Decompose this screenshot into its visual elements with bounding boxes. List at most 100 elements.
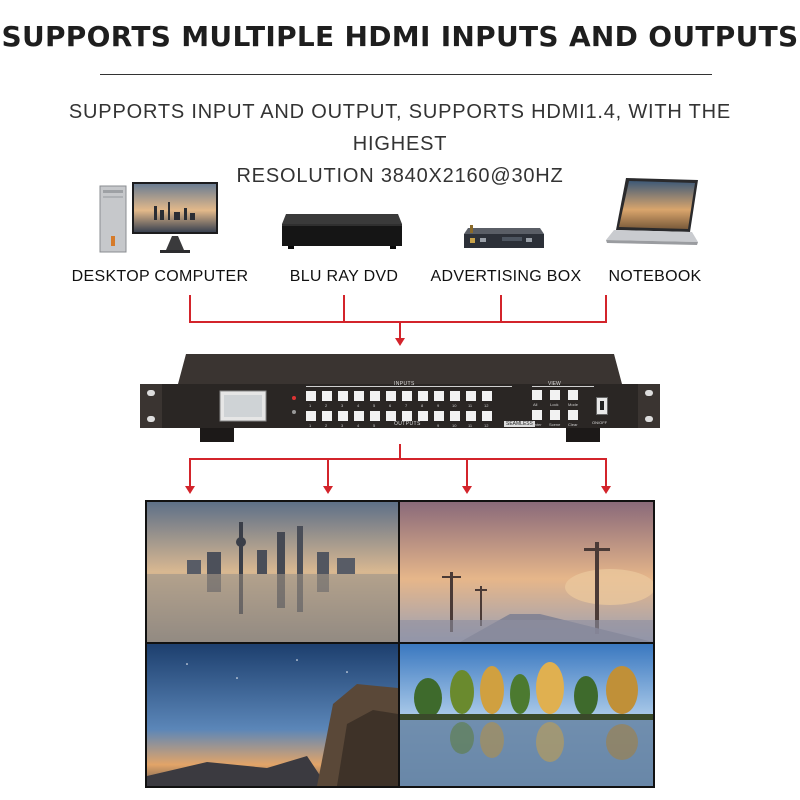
view-key-mode[interactable]: [568, 390, 578, 400]
device-label-adbox: ADVERTISING BOX: [430, 268, 582, 285]
input-key-number: 12: [484, 403, 489, 408]
output-key-number: 4: [357, 423, 360, 428]
output-arrow-1: [185, 486, 195, 494]
matrix-input-label: INPUTS: [394, 381, 415, 387]
input-key-number: 4: [357, 403, 360, 408]
input-key-2[interactable]: [322, 391, 332, 401]
input-connector-bluray: [343, 295, 345, 323]
output-key-numbers: 1 2 3 4 5: [306, 423, 392, 429]
input-key-number: 5: [373, 403, 376, 408]
output-key-numbers-more: 9 10 11 12: [436, 423, 506, 429]
view-key-scene[interactable]: [550, 410, 560, 420]
output-key-number: 10: [452, 423, 457, 428]
input-key-4[interactable]: [354, 391, 364, 401]
input-key-number: 9: [437, 403, 440, 408]
view-key-lock[interactable]: [550, 390, 560, 400]
output-arrow-3: [462, 486, 472, 494]
output-arrow-4: [601, 486, 611, 494]
output-key-number: 9: [437, 423, 440, 428]
input-key-6[interactable]: [386, 391, 396, 401]
subtitle-line-1: SUPPORTS INPUT AND OUTPUT, SUPPORTS HDMI…: [68, 101, 732, 155]
input-key-3[interactable]: [338, 391, 348, 401]
view-key-enter[interactable]: [532, 410, 542, 420]
input-arrow: [395, 338, 405, 346]
input-bus-line: [189, 321, 607, 323]
input-key-8[interactable]: [418, 391, 428, 401]
desktop-computer-icon: [98, 180, 222, 256]
matrix-output-label: OUTPUTS: [394, 421, 421, 427]
view-key-clear[interactable]: [568, 410, 578, 420]
input-key-row: [306, 391, 506, 403]
output-key-8[interactable]: [418, 411, 428, 421]
output-connector-1: [189, 458, 191, 486]
output-key-number: 1: [309, 423, 312, 428]
advertising-box-icon: [462, 224, 546, 252]
output-key-number: 3: [341, 423, 344, 428]
input-key-number: 10: [452, 403, 457, 408]
output-key-9[interactable]: [434, 411, 444, 421]
input-key-number: 6: [389, 403, 392, 408]
matrix-view-label: VIEW: [548, 381, 561, 387]
input-key-9[interactable]: [434, 391, 444, 401]
title-divider: [100, 74, 712, 75]
output-key-number: 12: [484, 423, 489, 428]
input-key-10[interactable]: [450, 391, 460, 401]
output-key-10[interactable]: [450, 411, 460, 421]
view-key-label: Lock: [550, 402, 559, 407]
view-keys: All Lock Mode Enter Scene Clear: [532, 390, 582, 430]
page-title: SUPPORTS MULTIPLE HDMI INPUTS AND OUTPUT…: [1, 20, 799, 53]
input-key-number: 7: [405, 403, 408, 408]
matrix-power-label: ON/OFF: [592, 420, 608, 425]
screen-night-sky-cliffs: [147, 644, 398, 786]
output-key-number: 11: [468, 423, 473, 428]
device-label-desktop: DESKTOP COMPUTER: [71, 268, 249, 285]
output-key-5[interactable]: [370, 411, 380, 421]
screen-city-skyline: [147, 502, 398, 642]
blu-ray-player-icon: [278, 210, 404, 252]
device-label-bluray: BLU RAY DVD: [289, 268, 399, 285]
input-key-5[interactable]: [370, 391, 380, 401]
output-key-6[interactable]: [386, 411, 396, 421]
view-key-label: Mode: [568, 402, 579, 407]
output-key-12[interactable]: [482, 411, 492, 421]
output-bus-line: [189, 458, 607, 460]
input-key-number: 11: [468, 403, 473, 408]
view-key-all[interactable]: [532, 390, 542, 400]
input-connector-adbox: [500, 295, 502, 323]
output-key-11[interactable]: [466, 411, 476, 421]
output-key-1[interactable]: [306, 411, 316, 421]
screen-lake-trees: [400, 644, 653, 786]
input-key-11[interactable]: [466, 391, 476, 401]
input-connector-desktop: [189, 295, 191, 323]
matrix-seamless-label: SEAMLESS: [504, 421, 535, 427]
page-subtitle: SUPPORTS INPUT AND OUTPUT, SUPPORTS HDMI…: [40, 96, 760, 192]
output-key-3[interactable]: [338, 411, 348, 421]
output-key-4[interactable]: [354, 411, 364, 421]
input-key-number: 8: [421, 403, 424, 408]
output-trunk-line: [399, 444, 401, 460]
output-connector-3: [466, 458, 468, 486]
notebook-icon: [604, 176, 700, 248]
screen-power-lines-sunset: [400, 502, 653, 642]
output-key-row: [306, 411, 506, 423]
power-switch-rocker-icon: [600, 401, 604, 410]
input-connector-notebook: [605, 295, 607, 323]
video-wall: [145, 500, 655, 788]
view-key-label: Clear: [568, 422, 578, 427]
view-key-label: Enter: [532, 422, 542, 427]
input-key-1[interactable]: [306, 391, 316, 401]
output-connector-4: [605, 458, 607, 486]
input-key-12[interactable]: [482, 391, 492, 401]
view-key-label: Scene: [549, 422, 561, 427]
input-key-number: 2: [325, 403, 328, 408]
device-label-notebook: NOTEBOOK: [608, 268, 702, 285]
input-trunk-line: [399, 321, 401, 339]
output-key-number: 2: [325, 423, 328, 428]
subtitle-line-2: RESOLUTION 3840X2160@30HZ: [236, 165, 564, 187]
power-switch[interactable]: [596, 397, 608, 415]
output-key-2[interactable]: [322, 411, 332, 421]
output-key-7[interactable]: [402, 411, 412, 421]
input-key-7[interactable]: [402, 391, 412, 401]
output-key-number: 5: [373, 423, 376, 428]
output-arrow-2: [323, 486, 333, 494]
